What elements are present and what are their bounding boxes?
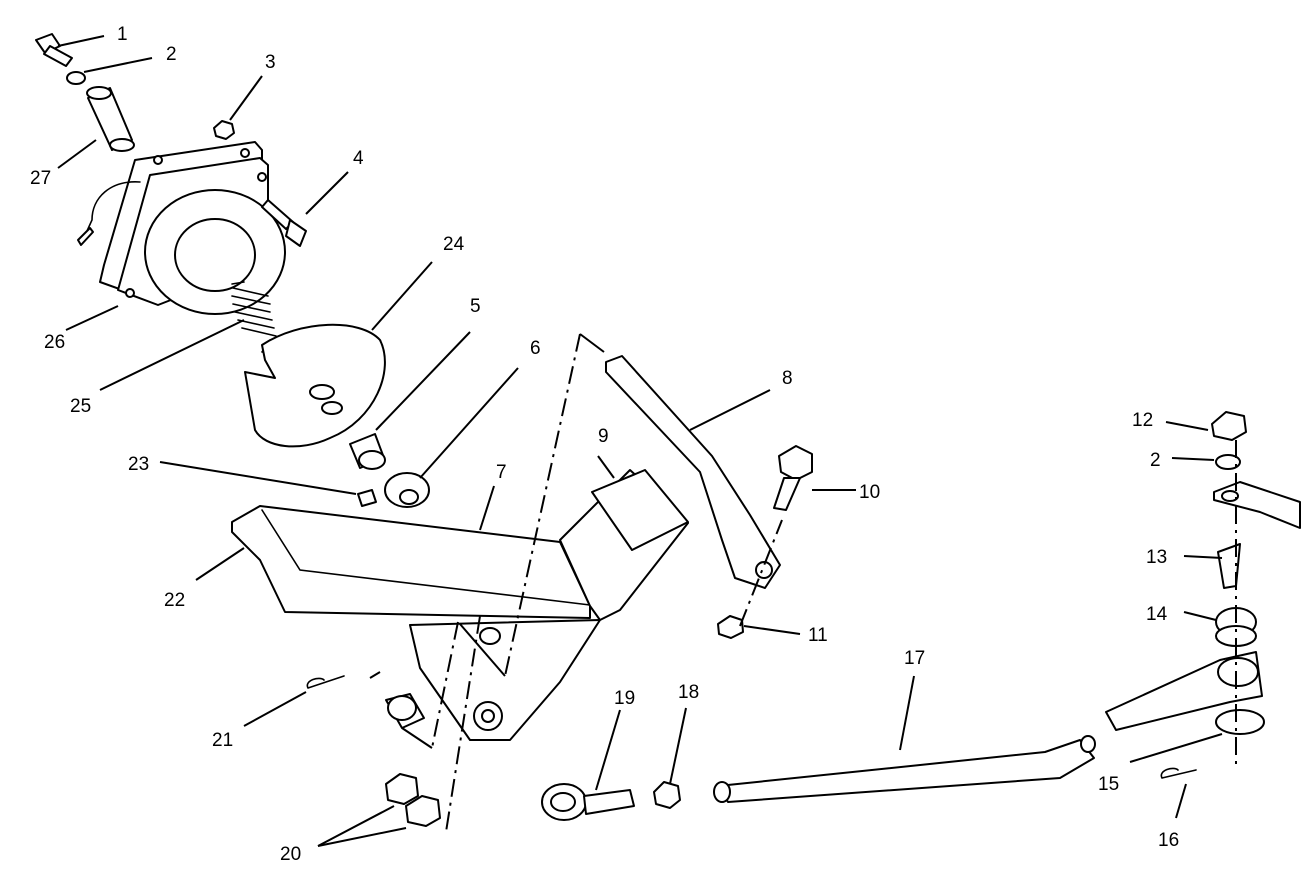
callout-21: 21 [212, 730, 233, 751]
callout-23: 23 [128, 454, 149, 475]
callout-11: 11 [808, 625, 828, 646]
pedal-bushing-part [385, 693, 425, 729]
callout-18: 18 [678, 682, 699, 703]
control-rod-part [713, 735, 1096, 803]
bushing-part [349, 433, 386, 470]
cotter-pin-part [306, 675, 1197, 779]
hex-nut-part [717, 615, 744, 639]
callout-9: 9 [598, 426, 609, 447]
callout-labels: 1 2 3 4 24 5 6 8 9 23 7 10 22 11 12 2 13… [30, 24, 1179, 865]
callout-7: 7 [496, 462, 507, 483]
rod-end-part [541, 783, 635, 821]
callout-20: 20 [280, 844, 301, 865]
callout-16: 16 [1158, 830, 1179, 851]
screw-part [261, 199, 307, 247]
callout-15: 15 [1098, 774, 1119, 795]
callout-27: 27 [30, 168, 51, 189]
callout-4: 4 [353, 148, 364, 169]
pedal-bracket-part [231, 469, 689, 741]
callout-3: 3 [265, 52, 276, 73]
callout-26: 26 [44, 332, 65, 353]
callout-25: 25 [70, 396, 91, 417]
pedal-arm-part [605, 355, 781, 589]
lock-washer-part [66, 71, 86, 85]
callout-5: 5 [470, 296, 481, 317]
bracket-plate-part [244, 323, 386, 448]
center-lines [369, 333, 1237, 833]
pin-part [86, 86, 135, 152]
leader-lines [57, 35, 1223, 847]
set-screw-part [357, 489, 377, 507]
callout-19: 19 [614, 688, 635, 709]
callout-10: 10 [859, 482, 880, 503]
hex-bolt-part [773, 445, 813, 511]
callout-8: 8 [782, 368, 793, 389]
linkage-assembly-part [1105, 411, 1301, 735]
callout-1: 1 [117, 24, 128, 45]
jam-nut-part [653, 781, 681, 809]
callout-24: 24 [443, 234, 465, 255]
nut-part [213, 120, 235, 140]
callout-6: 6 [530, 338, 541, 359]
callout-2b: 2 [1150, 450, 1161, 471]
callout-13: 13 [1146, 547, 1167, 568]
callout-2: 2 [166, 44, 177, 65]
callout-22: 22 [164, 590, 185, 611]
collar-part [384, 472, 430, 508]
bolt-part [35, 33, 73, 67]
callout-14: 14 [1146, 604, 1168, 625]
flange-housing-part [77, 141, 286, 315]
callout-12: 12 [1132, 410, 1153, 431]
nuts-part [385, 773, 441, 827]
callout-17: 17 [904, 648, 925, 669]
